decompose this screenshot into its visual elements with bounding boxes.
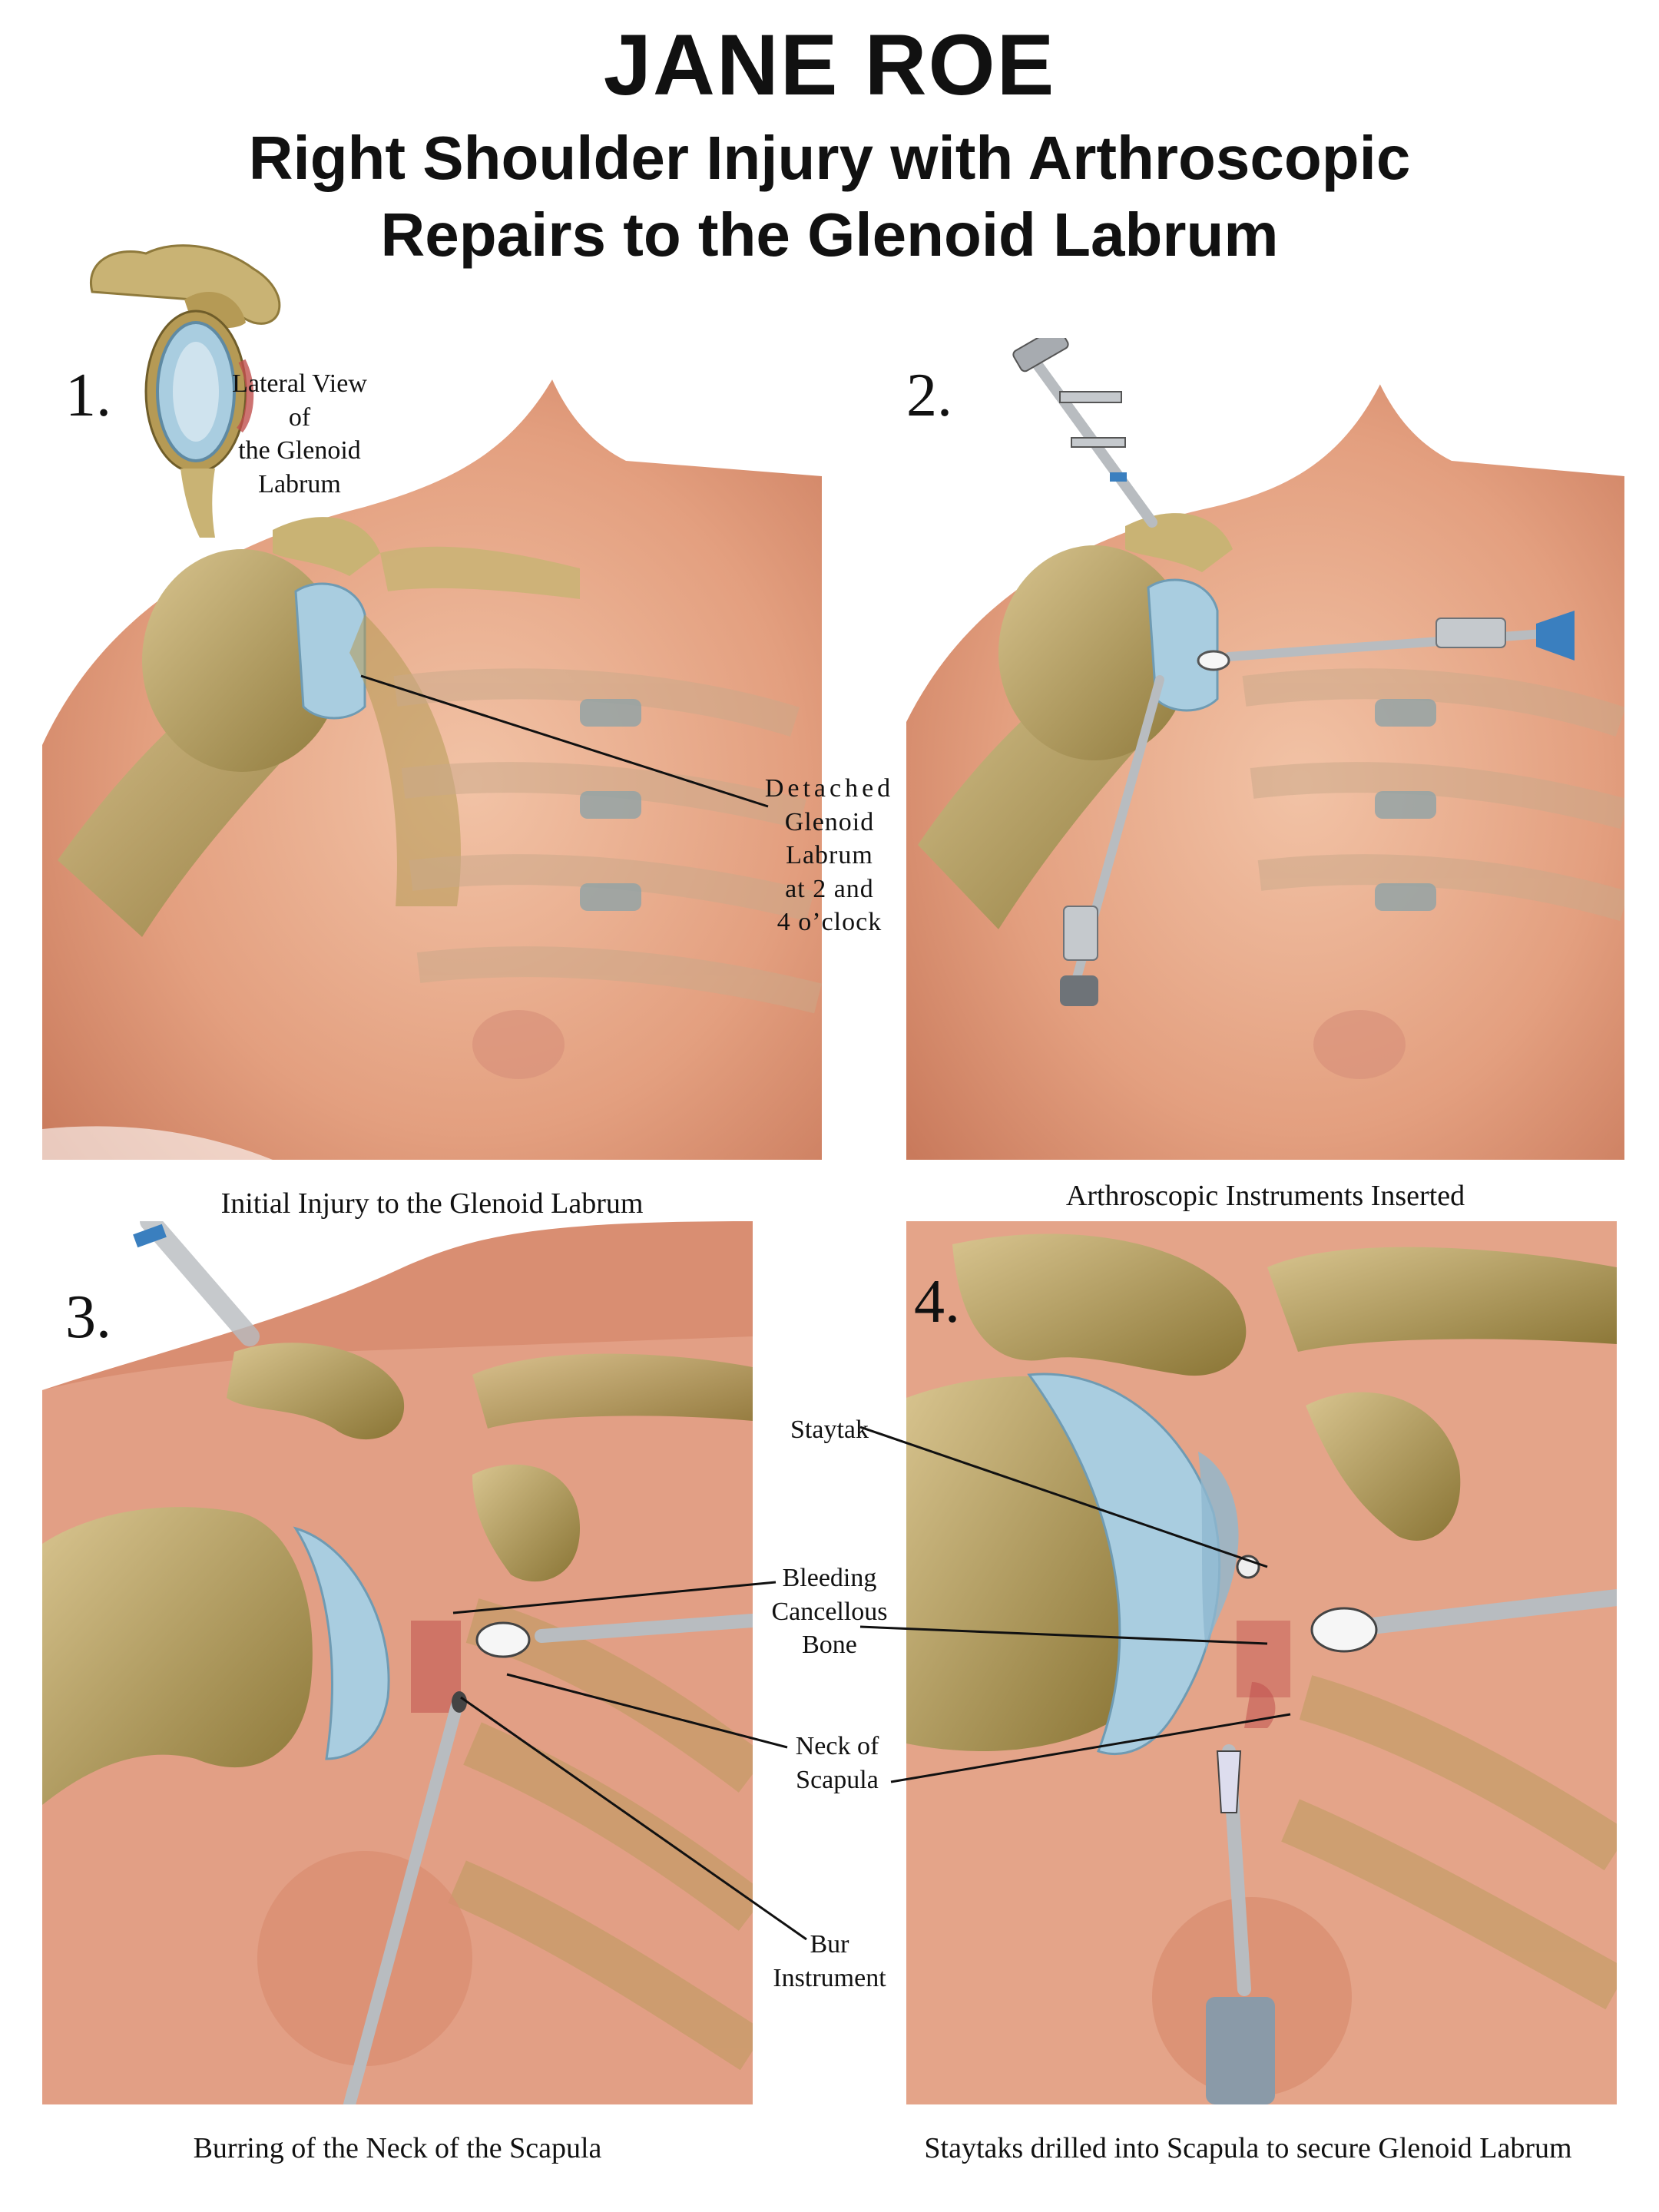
- panel-1-illustration: [42, 323, 822, 1160]
- title-line-2: Repairs to the Glenoid Labrum: [380, 200, 1279, 269]
- label-line: Bur: [810, 1930, 849, 1959]
- inset-label-line: the Glenoid: [238, 436, 361, 465]
- label-line: Detached: [764, 774, 895, 803]
- patient-name: JANE ROE: [603, 17, 1056, 113]
- label-line: at 2 and: [785, 874, 874, 903]
- label-bleeding-cancellous-bone: Bleeding Cancellous Bone: [749, 1561, 910, 1662]
- label-line: Neck of: [795, 1732, 879, 1760]
- caption-panel-1: Initial Injury to the Glenoid Labrum: [220, 1187, 644, 1220]
- inset-label-line: Labrum: [258, 469, 341, 498]
- label-bur-instrument: Bur Instrument: [749, 1928, 910, 1995]
- inset-label-line: Lateral View of: [232, 369, 367, 432]
- panel-3-illustration: [42, 1221, 753, 2104]
- panel-number-1: 1.: [65, 362, 111, 429]
- caption-panel-4: Staytaks drilled into Scapula to secure …: [924, 2132, 1572, 2164]
- label-line: Bleeding: [782, 1564, 877, 1592]
- label-neck-of-scapula: Neck of Scapula: [764, 1730, 910, 1796]
- label-line: Labrum: [786, 841, 873, 870]
- panel-number-3: 3.: [65, 1283, 111, 1351]
- panel-4-illustration: [906, 1221, 1617, 2104]
- panel-number-2: 2.: [906, 362, 952, 429]
- label-line: Glenoid: [784, 807, 875, 836]
- label-line: Instrument: [773, 1963, 886, 1992]
- panel-number-4: 4.: [914, 1268, 960, 1336]
- label-detached-glenoid-labrum: Detached Glenoid Labrum at 2 and 4 o’clo…: [737, 772, 922, 939]
- inset-label: Lateral View of the Glenoid Labrum: [223, 367, 376, 501]
- label-line: Cancellous: [771, 1597, 888, 1626]
- caption-panel-2: Arthroscopic Instruments Inserted: [1065, 1180, 1465, 1212]
- lateral-view-inset: [90, 244, 281, 538]
- panel-2-illustration: [906, 323, 1624, 1160]
- label-line: Bone: [802, 1631, 857, 1660]
- title-line-1: Right Shoulder Injury with Arthroscopic: [248, 124, 1411, 192]
- label-line: 4 o’clock: [777, 908, 882, 937]
- arthroscope-tool: [1012, 338, 1157, 528]
- label-line: Scapula: [796, 1765, 879, 1794]
- caption-panel-3: Burring of the Neck of the Scapula: [193, 2132, 602, 2164]
- label-staytak: Staytak: [790, 1416, 869, 1444]
